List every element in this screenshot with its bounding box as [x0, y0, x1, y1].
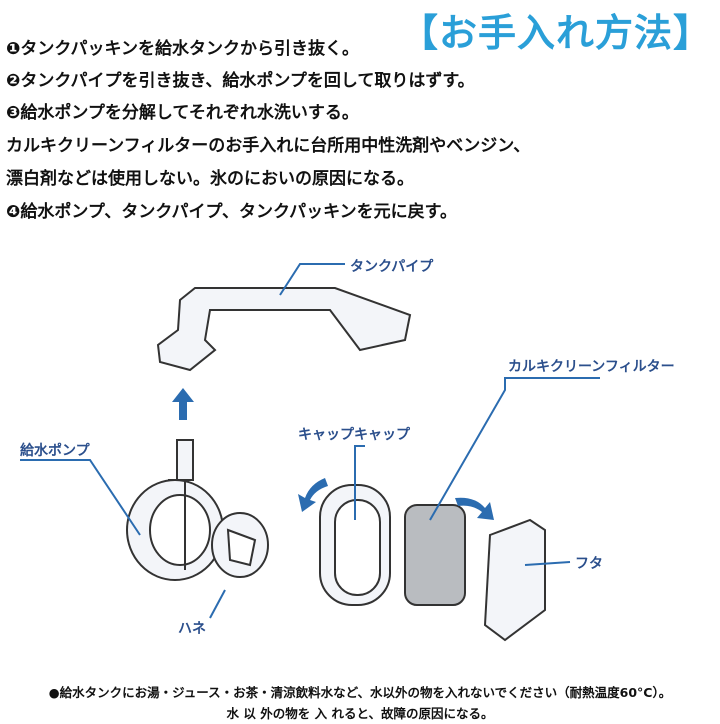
label-filter: カルキクリーンフィルター: [508, 359, 675, 375]
step-1: ❶タンクパッキンを給水タンクから引き抜く。: [6, 39, 360, 59]
curved-arrow-left-icon: [298, 478, 328, 512]
label-cap: キャップキャップ: [298, 427, 410, 443]
warning-note: ●給水タンクにお湯・ジュース・お茶・清涼飲料水など、水以外の物を入れないでくださ…: [48, 685, 672, 700]
label-water-pump: 給水ポンプ: [20, 443, 90, 459]
filter-note-2: 漂白剤などは使用しない。氷のにおいの原因になる。: [6, 169, 414, 189]
tank-pipe-drawing: [156, 287, 412, 372]
cap-drawing: [319, 484, 391, 606]
lid-drawing: [483, 518, 546, 642]
label-lid: フタ: [575, 556, 603, 572]
filter-drawing: [404, 504, 466, 606]
step-4: ❹給水ポンプ、タンクパイプ、タンクパッキンを元に戻す。: [6, 202, 457, 222]
warning-note-2: 水 以 外の物を 入 れると、故障の原因になる。: [226, 706, 494, 721]
curved-arrow-right-icon: [455, 497, 494, 520]
water-pump-drawing: [126, 439, 224, 581]
label-tank-pipe: タンクパイプ: [350, 259, 434, 275]
page-title: 【お手入れ方法】: [400, 11, 713, 55]
arrows: [172, 388, 494, 520]
label-impeller: ハネ: [178, 621, 206, 637]
impeller-drawing: [211, 512, 269, 578]
filter-note-1: カルキクリーンフィルターのお手入れに台所用中性洗剤やベンジン、: [6, 136, 531, 156]
up-arrow-icon: [172, 388, 194, 420]
leader-lines: [20, 263, 600, 619]
step-2: ❷タンクパイプを引き抜き、給水ポンプを回して取りはずす。: [6, 71, 475, 91]
step-3: ❸給水ポンプを分解してそれぞれ水洗いする。: [6, 103, 359, 123]
